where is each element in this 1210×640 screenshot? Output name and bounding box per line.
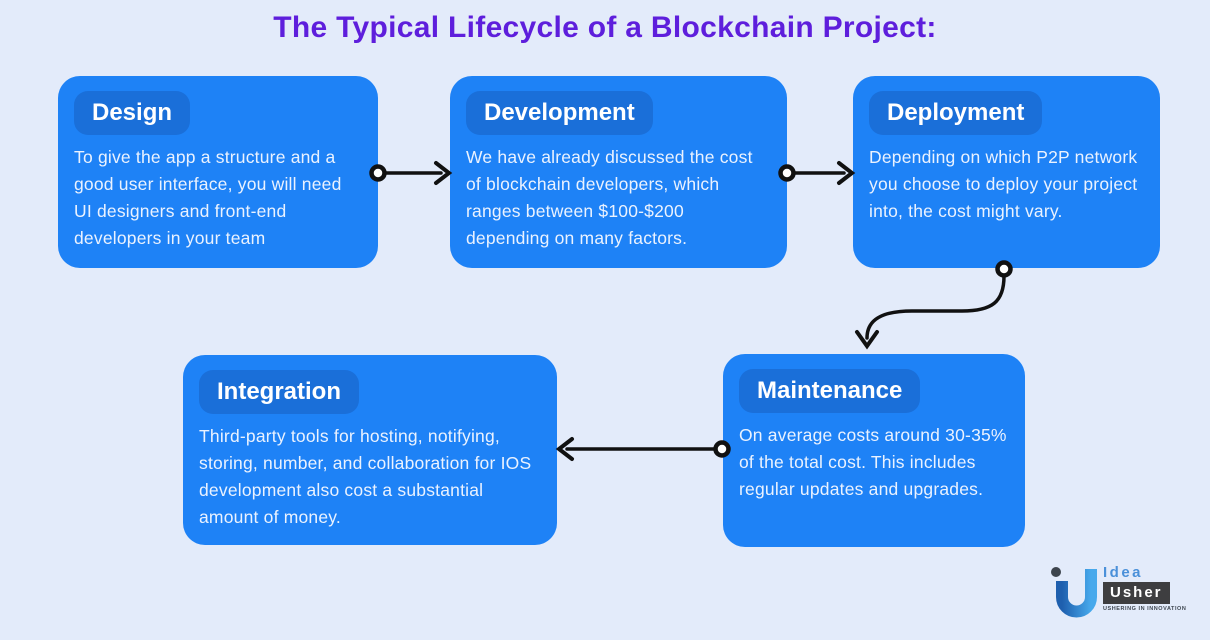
card-deployment-heading: Deployment <box>869 91 1043 135</box>
card-integration: Integration Third-party tools for hostin… <box>183 355 557 545</box>
idea-usher-u-icon <box>1051 567 1097 618</box>
idea-usher-logo: Idea Usher USHERING IN INNOVATION <box>1048 564 1186 626</box>
logo-text-usher: Usher <box>1103 582 1170 604</box>
page-title: The Typical Lifecycle of a Blockchain Pr… <box>273 11 937 44</box>
card-integration-body: Third-party tools for hosting, notifying… <box>199 426 532 527</box>
card-design-heading: Design <box>74 91 191 135</box>
card-maintenance-heading: Maintenance <box>739 369 921 413</box>
card-design: Design To give the app a structure and a… <box>58 76 378 268</box>
card-maintenance: Maintenance On average costs around 30-3… <box>723 354 1025 547</box>
card-development-body: We have already discussed the cost of bl… <box>466 147 753 248</box>
logo-text-idea: Idea <box>1103 564 1144 581</box>
arrow-deployment-to-maintenance <box>855 260 1013 350</box>
card-development-heading: Development <box>466 91 653 135</box>
card-development: Development We have already discussed th… <box>450 76 787 268</box>
arrow-maintenance-to-integration <box>555 437 731 461</box>
card-integration-heading: Integration <box>199 370 359 414</box>
arrow-development-to-deployment <box>778 161 856 185</box>
card-maintenance-body: On average costs around 30-35% of the to… <box>739 425 1007 499</box>
card-deployment: Deployment Depending on which P2P networ… <box>853 76 1160 268</box>
arrow-design-to-development <box>369 161 453 185</box>
card-design-body: To give the app a structure and a good u… <box>74 147 342 248</box>
logo-tagline: USHERING IN INNOVATION <box>1103 606 1187 612</box>
card-deployment-body: Depending on which P2P network you choos… <box>869 147 1138 221</box>
i-dot <box>1051 567 1061 577</box>
